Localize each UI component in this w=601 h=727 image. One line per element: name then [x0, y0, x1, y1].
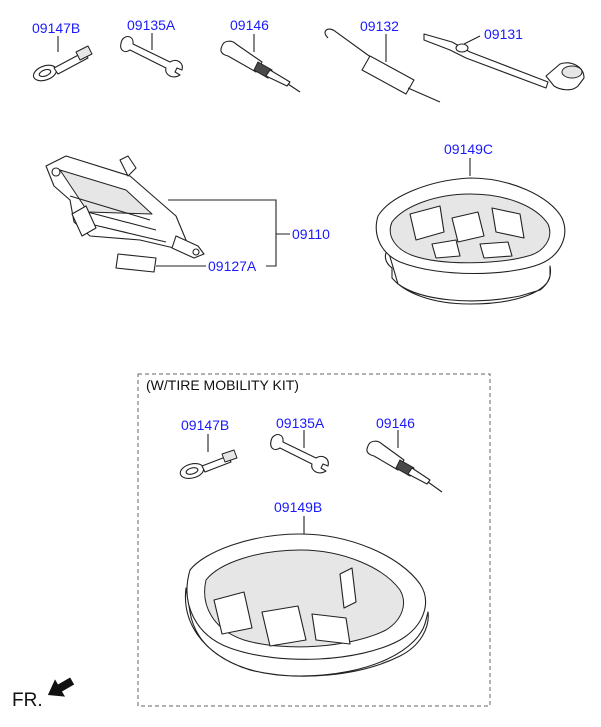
screwdriver-icon: [366, 440, 443, 493]
kit-box-title: (W/TIRE MOBILITY KIT): [146, 377, 299, 393]
tire-mobility-kit-box: [137, 373, 491, 707]
leader-jack: [168, 199, 290, 267]
jack-handle-icon: [423, 33, 585, 91]
hook-icon: [324, 28, 441, 103]
eye-bolt-icon: [179, 449, 238, 479]
label-screwdriver-kit: 09146: [376, 415, 415, 431]
wrench-icon: [270, 433, 329, 474]
tool-tray-icon: [184, 533, 429, 677]
label-wrench-top: 09135A: [127, 17, 176, 33]
label-wrench-kit: 09135A: [276, 415, 325, 431]
label-eye-bolt-top: 09147B: [32, 20, 80, 36]
eye-bolt-icon: [32, 36, 93, 82]
label-handle-top: 09131: [484, 26, 523, 42]
label-tray-b: 09149B: [274, 499, 322, 515]
label-screwdriver-top: 09146: [230, 17, 269, 33]
label-tray-c: 09149C: [444, 141, 493, 157]
direction-label: FR.: [12, 690, 43, 711]
wrench-icon: [120, 33, 183, 78]
label-hook-top: 09132: [360, 18, 399, 34]
arrow-icon: [47, 677, 75, 697]
label-eye-bolt-kit: 09147B: [181, 417, 229, 433]
label-jack: 09110: [292, 226, 330, 242]
tool-tray-icon: [375, 177, 566, 305]
scissor-jack-icon: [45, 155, 205, 259]
screwdriver-icon: [220, 34, 301, 93]
label-sticker-icon: [115, 253, 206, 273]
label-jack-sticker: 09127A: [208, 258, 257, 274]
